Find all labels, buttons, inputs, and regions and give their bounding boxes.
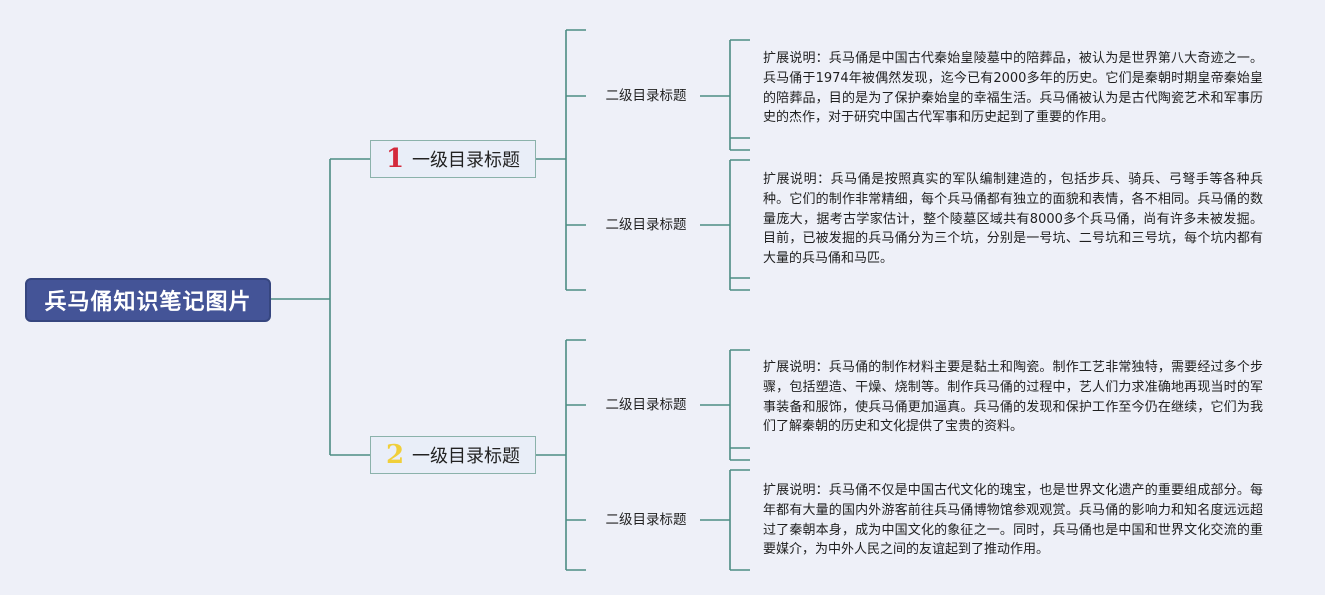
subsection-node-1-1[interactable]: 二级目录标题	[605, 88, 687, 104]
section-1-connector	[536, 29, 586, 291]
section-title-2: 一级目录标题	[412, 446, 521, 467]
description-2-1: 扩展说明：兵马俑的制作材料主要是黏土和陶瓷。制作工艺非常独特，需要经过多个步骤，…	[763, 360, 1263, 435]
subsection-2-2-connector	[700, 469, 750, 571]
subsection-1-2-connector	[700, 159, 750, 291]
subsection-node-2-2[interactable]: 二级目录标题	[605, 512, 687, 528]
section-title-1: 一级目录标题	[412, 150, 521, 171]
section-node-1[interactable]: 1 一级目录标题	[370, 140, 536, 178]
description-1-1: 扩展说明：兵马俑是中国古代秦始皇陵墓中的陪葬品，被认为是世界第八大奇迹之一。兵马…	[763, 51, 1263, 126]
subsection-1-1-connector	[700, 39, 750, 151]
subsection-2-1-connector	[700, 349, 750, 461]
root-title: 兵马俑知识笔记图片	[44, 290, 252, 315]
subsection-node-1-2[interactable]: 二级目录标题	[605, 217, 687, 233]
section-2-connector	[536, 339, 586, 571]
root-connector	[271, 158, 370, 456]
section-number-2: 2	[385, 440, 405, 470]
root-node[interactable]: 兵马俑知识笔记图片	[25, 278, 271, 322]
subsection-node-2-1[interactable]: 二级目录标题	[605, 397, 687, 413]
section-number-1: 1	[385, 144, 405, 174]
section-node-2[interactable]: 2 一级目录标题	[370, 436, 536, 474]
description-1-2: 扩展说明：兵马俑是按照真实的军队编制建造的，包括步兵、骑兵、弓弩手等各种兵种。它…	[763, 172, 1263, 267]
description-2-2: 扩展说明：兵马俑不仅是中国古代文化的瑰宝，也是世界文化遗产的重要组成部分。每年都…	[763, 483, 1263, 558]
